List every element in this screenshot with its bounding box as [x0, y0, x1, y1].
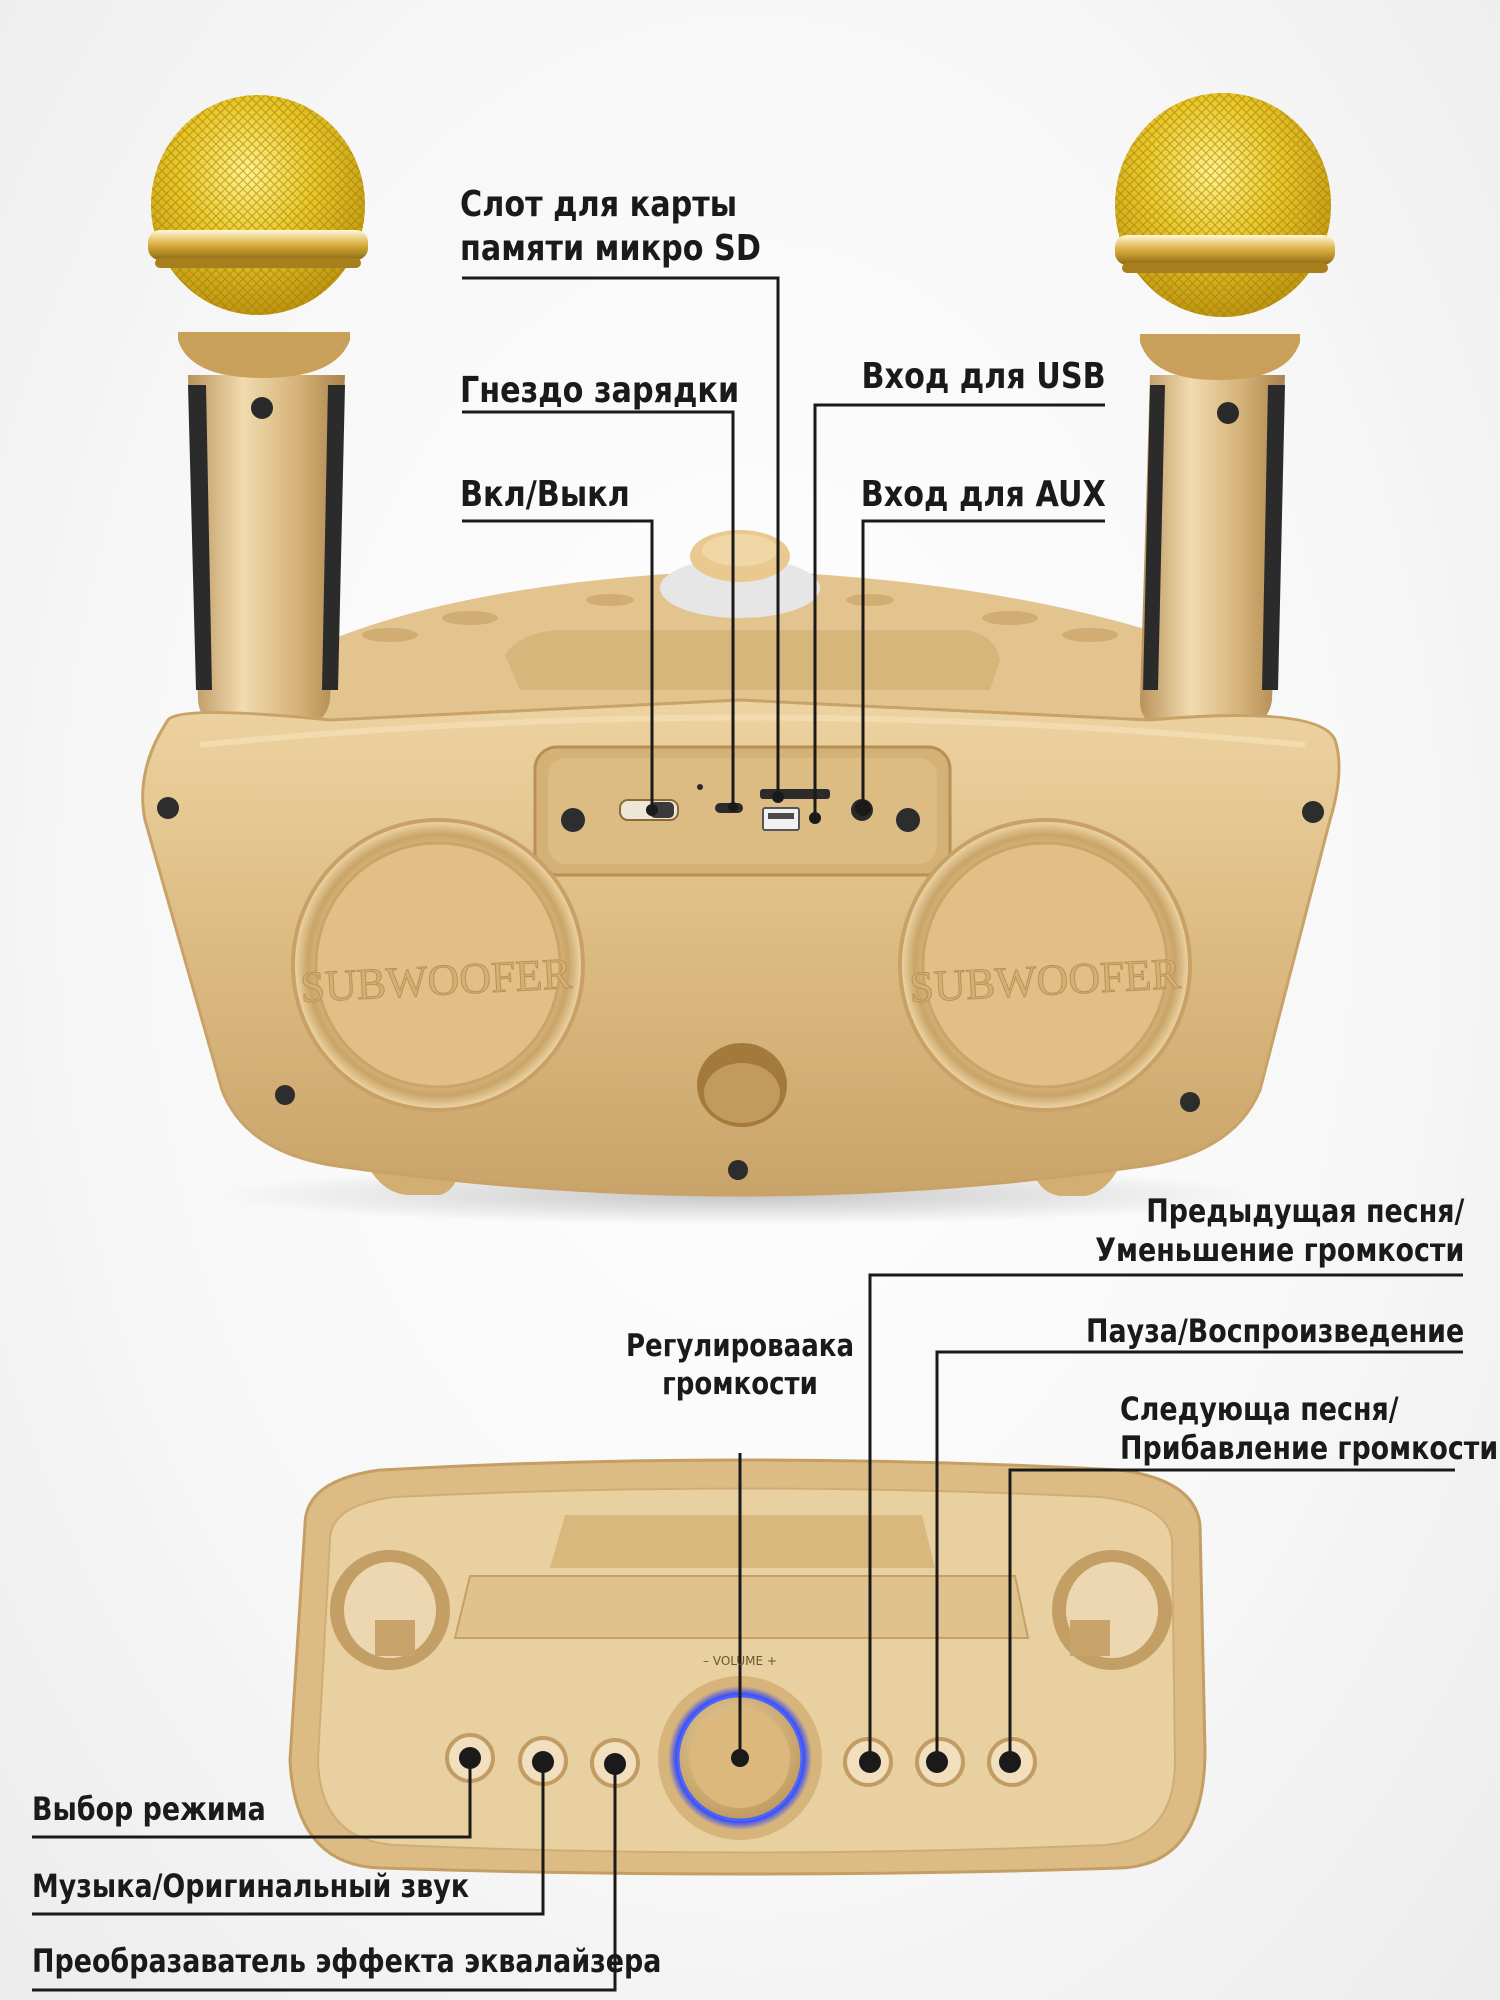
callout-sd-slot: Слот для карты памяти микро SD [460, 184, 761, 269]
mic-holder-left [330, 1550, 450, 1670]
microphone-right [1115, 93, 1335, 735]
callout-eq-effect: Преобразаватель эффекта эквалайзера [32, 1942, 662, 1980]
woofer-left [291, 818, 585, 1112]
callout-pause-play: Пауза/Воспроизведение [1085, 1312, 1464, 1350]
callout-usb-input: Вход для USB [861, 356, 1106, 397]
callout-volume-knob: Регулироваака громкости [625, 1328, 855, 1402]
callout-lines [32, 276, 1463, 1992]
callout-next-song: Следующа песня/ Прибавление громкости [1120, 1390, 1499, 1468]
mic-holder-right [1052, 1550, 1172, 1670]
volume-marking: – VOLUME + [703, 1654, 777, 1668]
microphone-left [148, 95, 368, 735]
woofer-left-marking: SUBWOOFER [299, 949, 573, 1012]
callout-prev-song: Предыдущая песня/ Уменьшение громкости [1094, 1192, 1464, 1270]
callout-power-switch: Вкл/Выкл [460, 474, 630, 515]
callout-charging-port: Гнездо зарядки [460, 370, 740, 411]
sd-slot [760, 789, 830, 799]
callout-mode-select: Выбор режима [32, 1790, 266, 1828]
callout-aux-input: Вход для AUX [860, 474, 1106, 515]
callout-music-original: Музыка/Оригинальный звук [32, 1867, 470, 1905]
volume-knob [658, 1676, 822, 1840]
light-dome [660, 558, 820, 618]
woofer-right [898, 818, 1192, 1112]
